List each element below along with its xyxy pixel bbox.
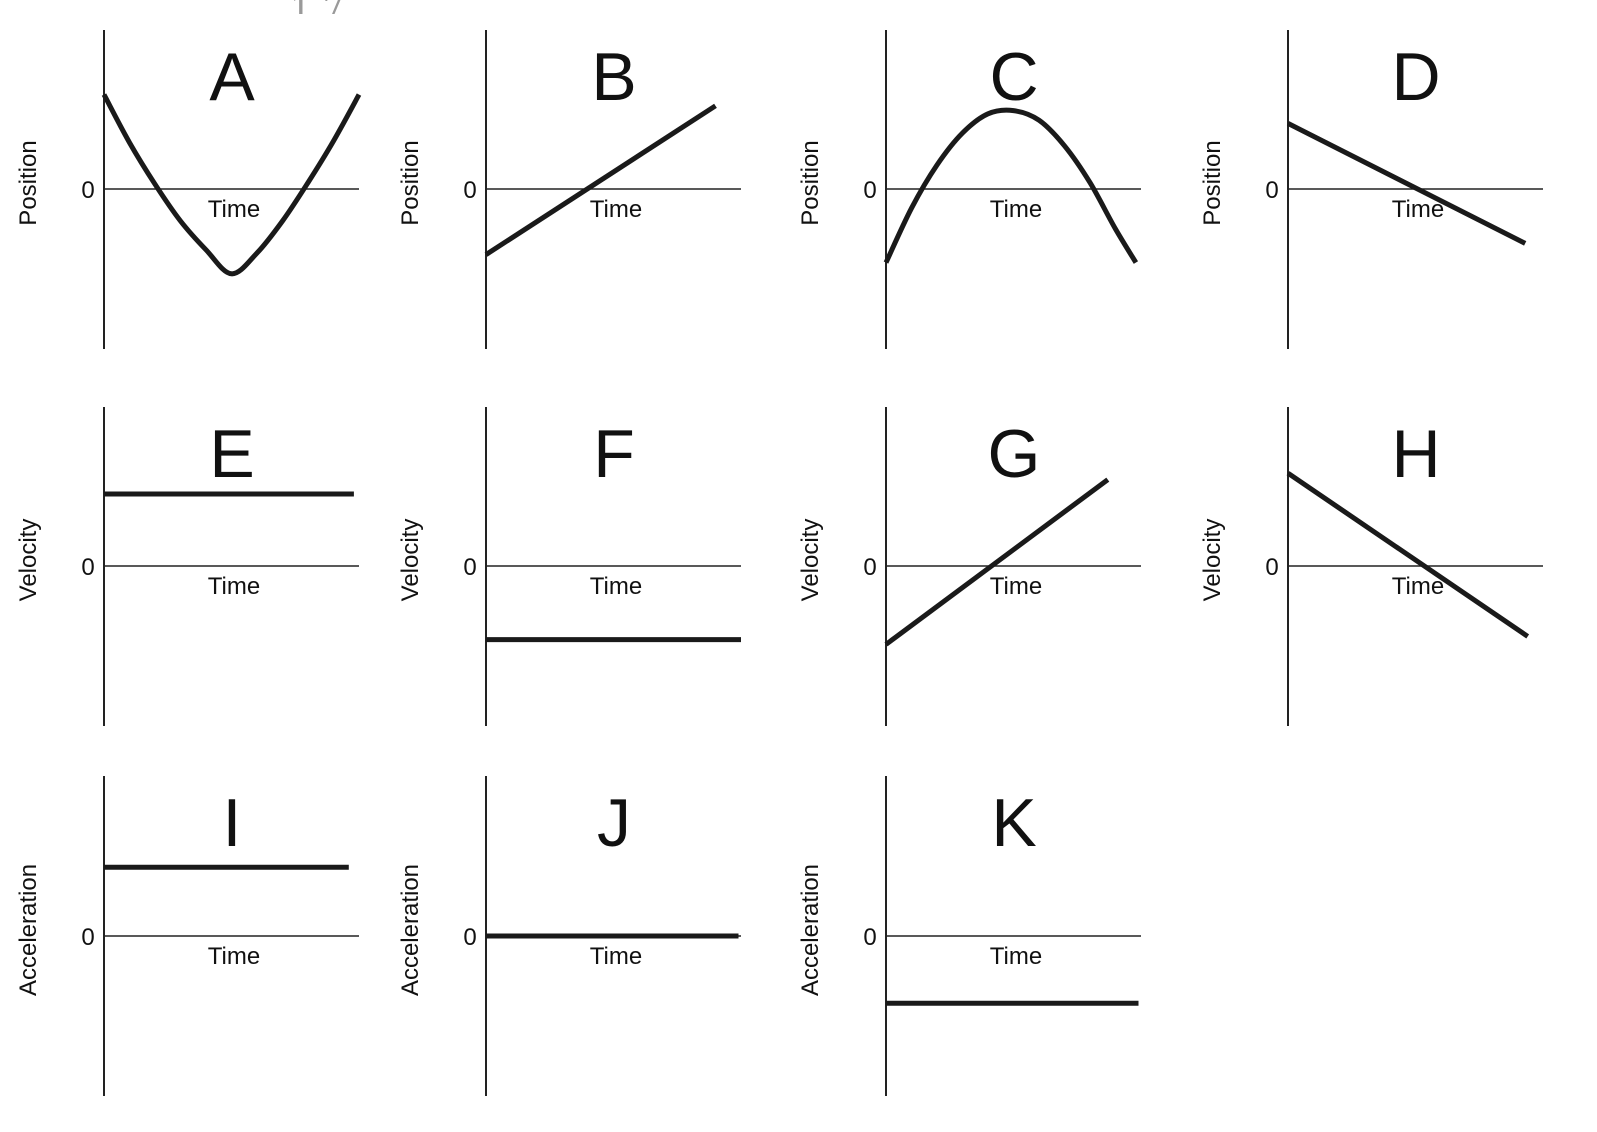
graph-g-xlabel: Time [990, 573, 1042, 600]
graph-b-xlabel: Time [590, 196, 642, 223]
graph-d-zero-label: 0 [1265, 177, 1278, 204]
graph-h-ylabel: Velocity [1199, 519, 1226, 602]
graph-e-ylabel: Velocity [15, 519, 42, 602]
graph-f-letter: F [593, 416, 635, 492]
graph-h-xlabel: Time [1392, 573, 1444, 600]
graph-c-ylabel: Position [797, 140, 824, 225]
graph-h-curve [1286, 471, 1530, 639]
graph-f-zero-label: 0 [463, 554, 476, 581]
page-number-fragment: 1 7 [290, 0, 344, 14]
graph-j-xlabel: Time [590, 943, 642, 970]
graph-b-ylabel: Position [397, 140, 424, 225]
graph-h-zero-label: 0 [1265, 554, 1278, 581]
graph-j-ylabel: Acceleration [397, 864, 424, 996]
graph-g-ylabel: Velocity [797, 519, 824, 602]
graph-c-zero-label: 0 [863, 177, 876, 204]
graph-i-letter: I [223, 785, 242, 861]
graph-d-ylabel: Position [1199, 140, 1226, 225]
graph-c-curve [883, 107, 1139, 264]
graph-a-ylabel: Position [15, 140, 42, 225]
graph-f-ylabel: Velocity [397, 519, 424, 602]
graph-e-letter: E [209, 416, 254, 492]
graph-i-ylabel: Acceleration [15, 864, 42, 996]
graph-g-letter: G [988, 416, 1041, 492]
graph-b-zero-label: 0 [463, 177, 476, 204]
graph-c-letter: C [989, 39, 1038, 115]
graph-j-letter: J [597, 785, 631, 861]
graph-a-letter: A [209, 39, 255, 115]
graph-k-xlabel: Time [990, 943, 1042, 970]
graph-c-xlabel: Time [990, 196, 1042, 223]
graph-g-curve [884, 477, 1110, 647]
graph-j-zero-label: 0 [463, 924, 476, 951]
graph-h-letter: H [1391, 416, 1440, 492]
graph-b-curve [484, 103, 717, 257]
graph-k-zero-label: 0 [863, 924, 876, 951]
graph-k-ylabel: Acceleration [797, 864, 824, 996]
graph-f-xlabel: Time [590, 573, 642, 600]
graph-g-zero-label: 0 [863, 554, 876, 581]
graph-i-xlabel: Time [208, 943, 260, 970]
graph-e-zero-label: 0 [81, 554, 94, 581]
graph-e-xlabel: Time [208, 573, 260, 600]
graph-k-letter: K [991, 785, 1036, 861]
graph-i-zero-label: 0 [81, 924, 94, 951]
graph-d-letter: D [1391, 39, 1440, 115]
graph-a-curve [101, 93, 362, 277]
graph-d-curve [1286, 121, 1527, 246]
graph-a-zero-label: 0 [81, 177, 94, 204]
graph-b-letter: B [591, 39, 636, 115]
graph-a-xlabel: Time [208, 196, 260, 223]
